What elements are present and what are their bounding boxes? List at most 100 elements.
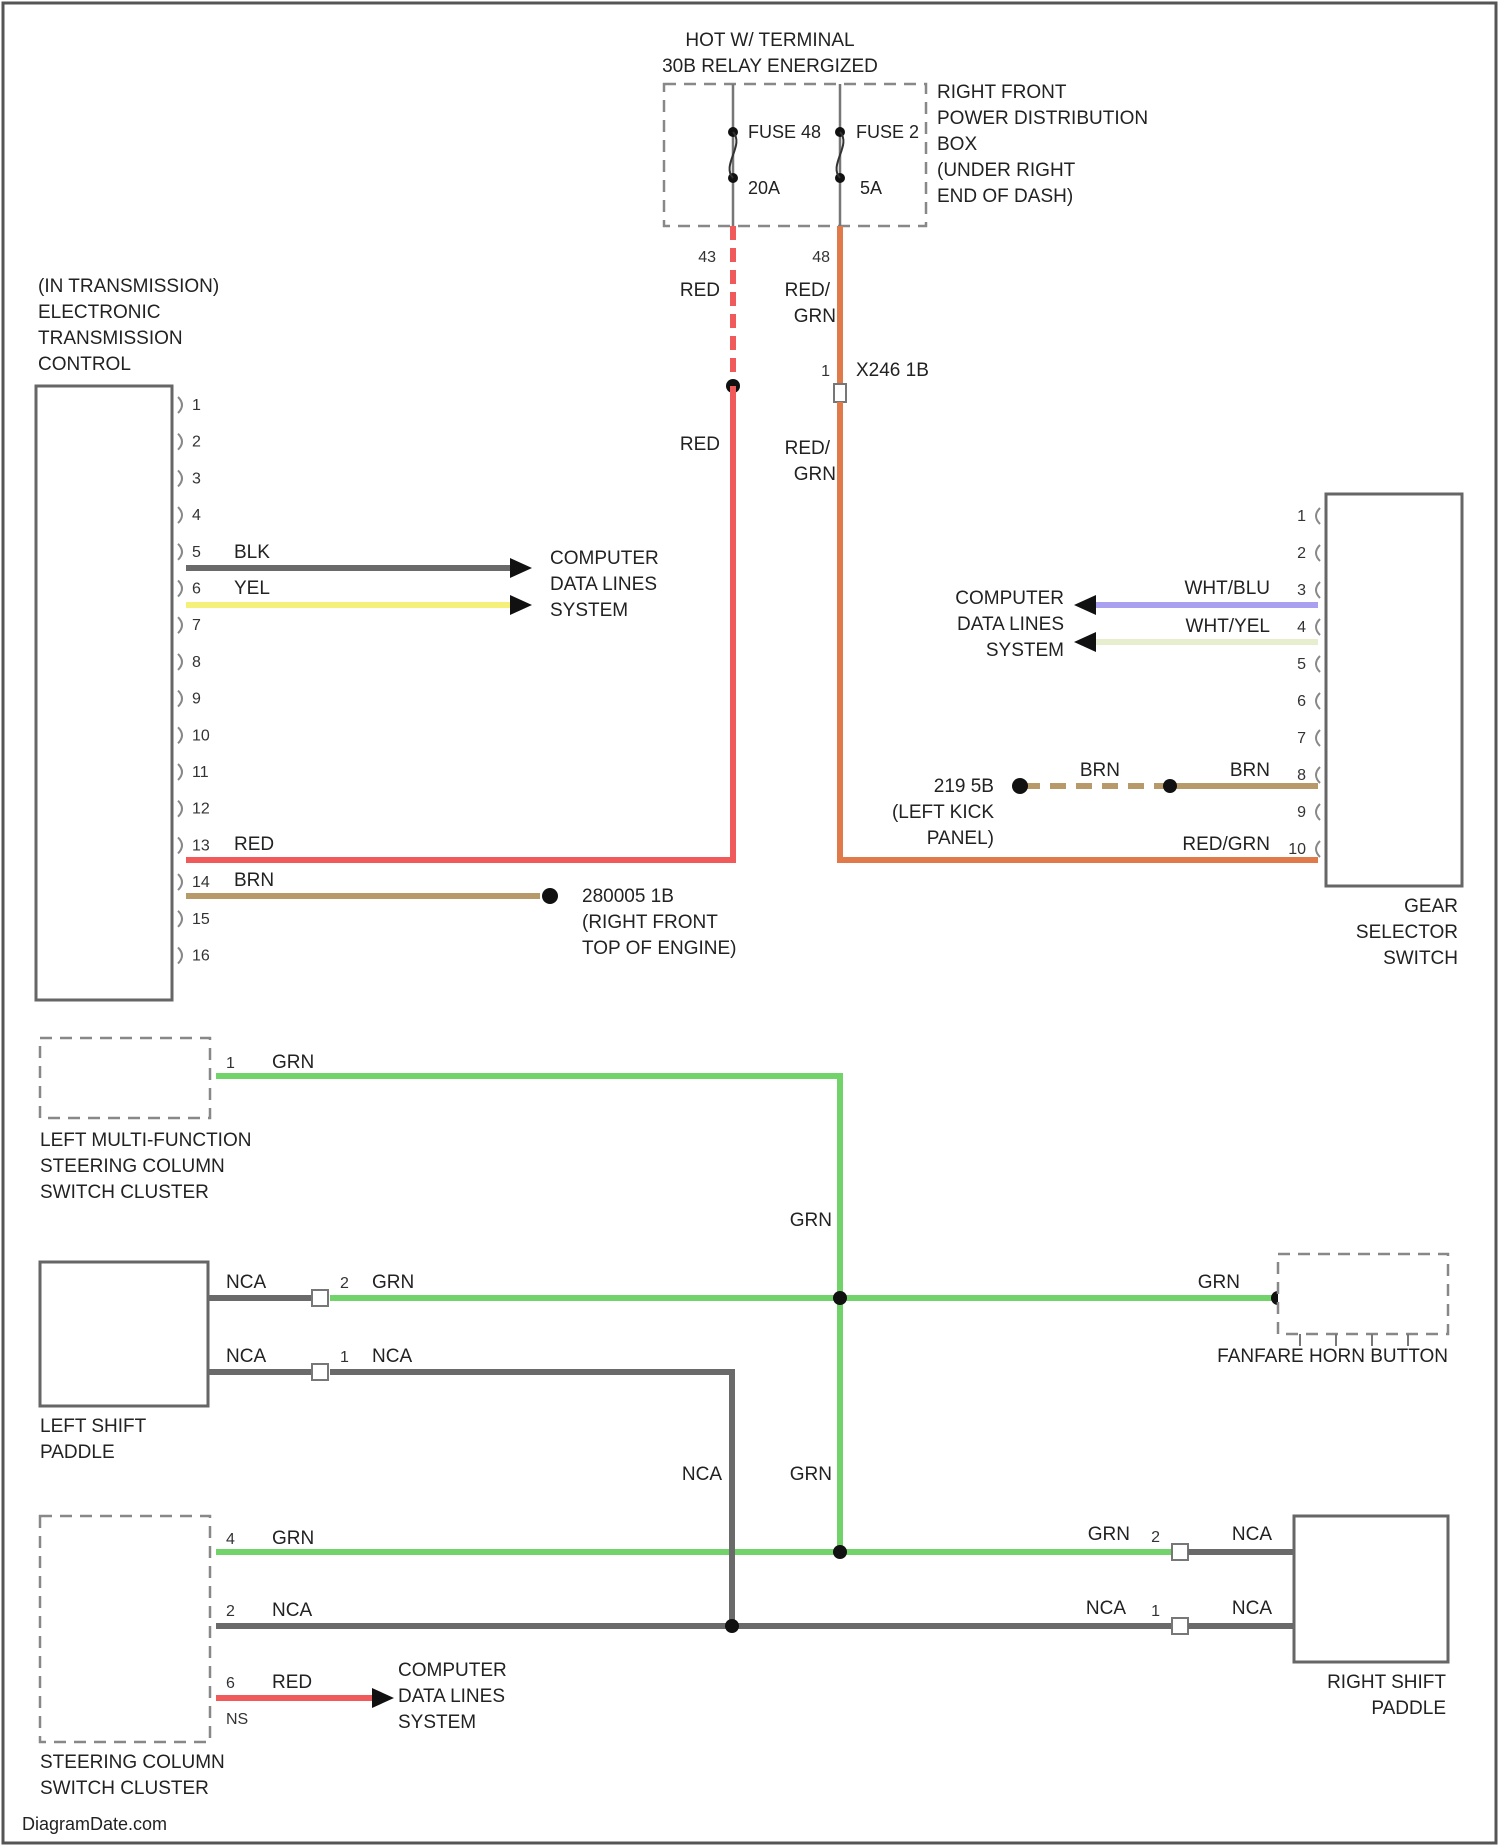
fanfare-wire: GRN: [1198, 1272, 1240, 1293]
fuse-2-rating: 5A: [860, 178, 882, 198]
scsc-label-1: STEERING COLUMN: [40, 1752, 225, 1773]
tcm-pin-marker: [178, 801, 182, 817]
splice-label: X246 1B: [856, 360, 929, 381]
fanfare-label: FANFARE HORN BUTTON: [1217, 1346, 1448, 1367]
tcm-pin-marker: [178, 727, 182, 743]
power-wires: RED RED RED/ GRN 1 X246 1B RED/ GRN: [186, 226, 1318, 860]
gear-pin-3: 3: [1297, 582, 1306, 599]
gear-label-3: SWITCH: [1383, 948, 1458, 969]
left-paddle-nca-a: NCA: [226, 1272, 266, 1293]
tcm-box: [36, 386, 172, 1000]
tcm-pin-marker: [178, 397, 182, 413]
scsc-cdl-3: SYSTEM: [398, 1712, 476, 1733]
wire-label-red-grn-a1: RED/: [785, 280, 831, 301]
scsc-pin-ns: NS: [226, 1711, 248, 1728]
scsc-pin-2: 2: [226, 1603, 235, 1620]
tcm-pin-12: 12: [192, 801, 210, 818]
gear-pin-8: 8: [1297, 767, 1306, 784]
gear-pin-marker: [1316, 619, 1320, 635]
tcm-pin-7: 7: [192, 617, 201, 634]
left-mfsc-label-3: SWITCH CLUSTER: [40, 1182, 209, 1203]
gear-pin-marker: [1316, 767, 1320, 783]
gear-ground-1: 219 5B: [934, 776, 994, 797]
tcm-pin-marker: [178, 874, 182, 890]
scsc-wire-4: GRN: [272, 1528, 314, 1549]
tcm-pin-marker: [178, 507, 182, 523]
gear-selector-box: [1326, 494, 1462, 886]
right-paddle-nca-a: NCA: [1232, 1524, 1272, 1545]
right-shift-paddle: GRN 2 NCA NCA 1 NCA RIGHT SHIFT PADDLE: [1086, 1516, 1448, 1719]
gear-pin-10: 10: [1288, 841, 1306, 858]
gear-pin-7: 7: [1297, 730, 1306, 747]
gear-pin-marker: [1316, 804, 1320, 820]
left-paddle-nca-b: NCA: [226, 1346, 266, 1367]
left-paddle-pin-a: 2: [340, 1275, 349, 1292]
fuse-pin-48: 48: [812, 249, 830, 266]
gear-ground-2: (LEFT KICK: [892, 802, 994, 823]
tcm-pin-marker: [178, 948, 182, 964]
gear-pin-marker: [1316, 656, 1320, 672]
left-mfsc-label-2: STEERING COLUMN: [40, 1156, 225, 1177]
tcm-pin-14: 14: [192, 874, 210, 891]
hot-label-2: 30B RELAY ENERGIZED: [662, 56, 878, 77]
fuse-box-desc-4: (UNDER RIGHT: [937, 160, 1076, 181]
tcm-pin-marker: [178, 544, 182, 560]
left-mfsc-pin: 1: [226, 1055, 235, 1072]
scsc-cdl-1: COMPUTER: [398, 1660, 507, 1681]
tcm-cdl-3: SYSTEM: [550, 600, 628, 621]
tcm-pin-11: 11: [192, 764, 209, 781]
fuse-pin-43: 43: [698, 249, 716, 266]
fuse-box-desc-3: BOX: [937, 134, 977, 155]
tcm-pin-2: 2: [192, 434, 201, 451]
tcm-pin-marker: [178, 654, 182, 670]
fuse-48-rating: 20A: [748, 178, 780, 198]
right-paddle-wire-b: NCA: [1086, 1598, 1126, 1619]
scsc-label-2: SWITCH CLUSTER: [40, 1778, 209, 1799]
tcm-pin-5: 5: [192, 544, 201, 561]
wire-label-red-grn-b2: GRN: [794, 464, 836, 485]
splice-pin: 1: [821, 363, 830, 380]
tcm-wire-yel: YEL: [234, 578, 270, 599]
tcm-pin-6: 6: [192, 581, 201, 598]
tcm-label-3: TRANSMISSION: [38, 328, 183, 349]
tcm-wire-blk: BLK: [234, 542, 270, 563]
gear-pin-marker: [1316, 693, 1320, 709]
gear-label-2: SELECTOR: [1356, 922, 1458, 943]
tcm-label-2: ELECTRONIC: [38, 302, 160, 323]
left-paddle-label-1: LEFT SHIFT: [40, 1416, 147, 1437]
tcm-label-1: (IN TRANSMISSION): [38, 276, 219, 297]
gear-pin-2: 2: [1297, 545, 1306, 562]
tcm-pin-marker: [178, 434, 182, 450]
scsc-box: [40, 1516, 210, 1742]
gear-wire-wht-blu: WHT/BLU: [1185, 578, 1271, 599]
scsc-wire-6: RED: [272, 1672, 312, 1693]
tcm-pin-16: 16: [192, 948, 210, 965]
fuse-box-desc-2: POWER DISTRIBUTION: [937, 108, 1148, 129]
gear-pin-marker: [1316, 508, 1320, 524]
left-mfsc-label-1: LEFT MULTI-FUNCTION: [40, 1130, 251, 1151]
scsc-pin-6: 6: [226, 1675, 235, 1692]
gear-pin-6: 6: [1297, 693, 1306, 710]
left-mfsc-box: [40, 1038, 210, 1118]
gear-pin-list: 12345678910: [1288, 508, 1320, 858]
tcm-pin-marker: [178, 617, 182, 633]
steering-column-switch-cluster: 4 GRN 2 NCA 6 RED NS COMPUTER DATA LINES…: [40, 1516, 507, 1799]
fuse-48-label: FUSE 48: [748, 122, 821, 142]
tcm-ground-2: (RIGHT FRONT: [582, 912, 718, 933]
tcm-cdl-2: DATA LINES: [550, 574, 657, 595]
vertical-grn-mid: GRN: [790, 1464, 832, 1485]
left-paddle-wire-b: NCA: [372, 1346, 412, 1367]
gear-cdl-1: COMPUTER: [955, 588, 1064, 609]
gear-pin-9: 9: [1297, 804, 1306, 821]
tcm-pin-8: 8: [192, 654, 201, 671]
wire-label-red-grn-b1: RED/: [785, 438, 831, 459]
gear-cdl-2: DATA LINES: [957, 614, 1064, 635]
scsc-pin-4: 4: [226, 1531, 235, 1548]
gear-pin-marker: [1316, 841, 1320, 857]
hot-label-1: HOT W/ TERMINAL: [685, 30, 854, 51]
scsc-wire-2: NCA: [272, 1600, 312, 1621]
gear-cdl-3: SYSTEM: [986, 640, 1064, 661]
